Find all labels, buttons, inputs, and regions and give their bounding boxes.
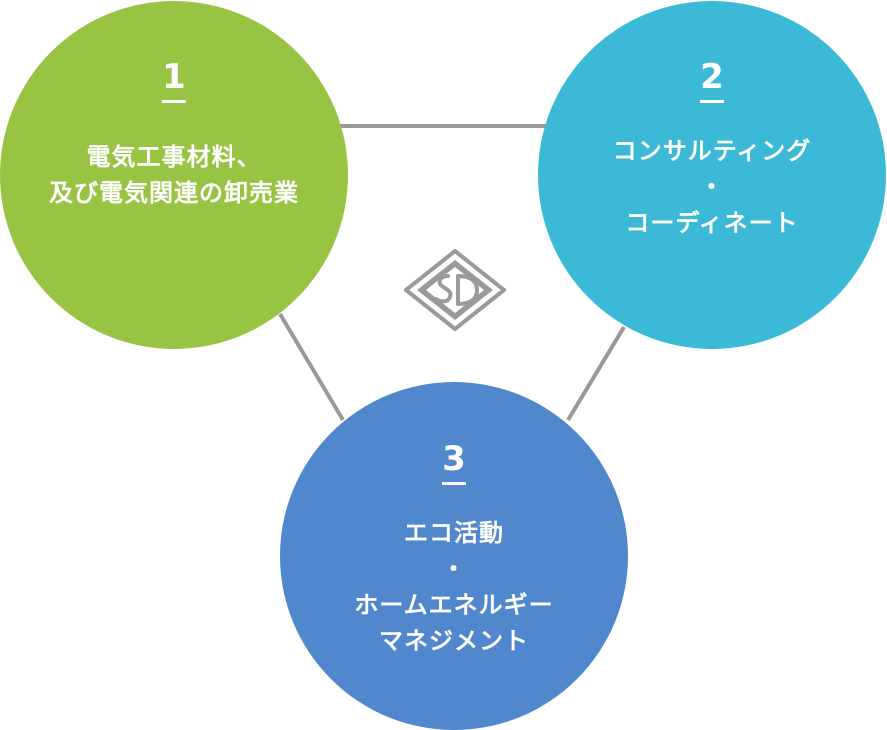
item-label-line: 及び電気関連の卸売業 <box>49 179 299 207</box>
item-label: 電気工事材料、 及び電気関連の卸売業 <box>49 139 299 211</box>
sd-diamond-logo-icon <box>404 249 506 331</box>
item-label-line: 電気工事材料、 <box>86 143 262 171</box>
item-circle-1: 1 電気工事材料、 及び電気関連の卸売業 <box>0 1 348 349</box>
item-number: 2 <box>700 58 724 103</box>
item-label-line: エコ活動 <box>404 519 504 547</box>
item-label-line: マネジメント <box>379 627 529 655</box>
item-label-line: ・ <box>699 173 725 201</box>
item-circle-2: 2 コンサルティング ・ コーディネート <box>538 1 886 349</box>
item-label-line: コーディネート <box>625 209 799 237</box>
item-label: コンサルティング ・ コーディネート <box>613 133 812 241</box>
connector-1-3 <box>278 312 345 422</box>
item-label-line: ホームエネルギー <box>354 591 554 619</box>
connector-2-3 <box>566 325 626 422</box>
item-circle-3: 3 エコ活動 ・ ホームエネルギー マネジメント <box>280 382 628 730</box>
item-label-line: コンサルティング <box>612 137 812 165</box>
item-label-line: ・ <box>441 555 467 583</box>
item-number: 1 <box>162 58 186 103</box>
item-label: エコ活動 ・ ホームエネルギー マネジメント <box>354 515 553 659</box>
item-number: 3 <box>442 440 466 485</box>
